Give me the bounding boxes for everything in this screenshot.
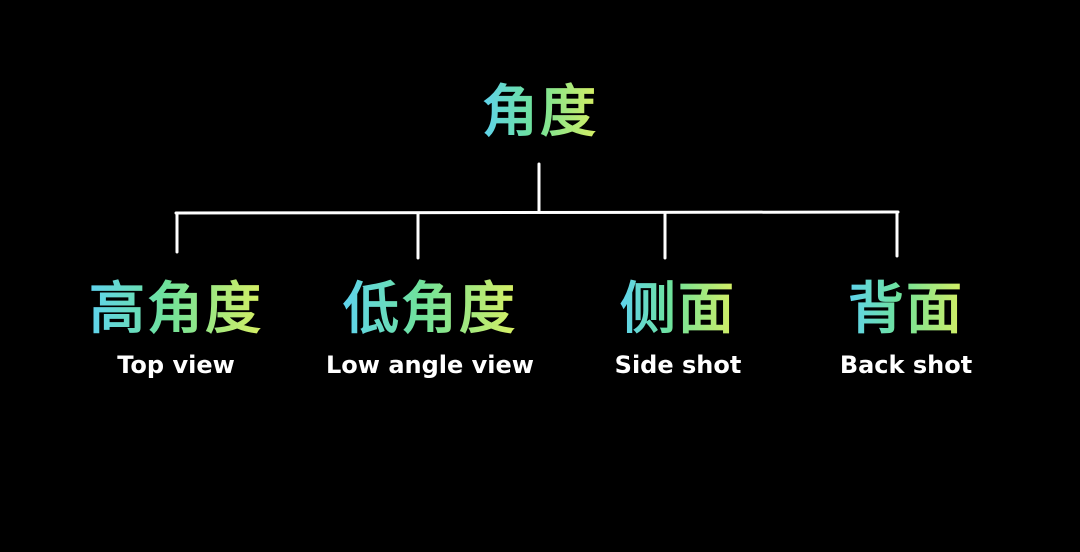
child-node-label: 侧面 <box>620 276 736 342</box>
child-node-low-angle-view: 低角度 Low angle view <box>310 276 550 380</box>
child-node-sublabel: Side shot <box>614 351 742 379</box>
child-node-side-shot: 侧面 Side shot <box>558 276 798 380</box>
child-node-sublabel: Low angle view <box>326 351 534 379</box>
child-node-sublabel: Top view <box>117 351 235 379</box>
child-node-label: 低角度 <box>343 276 517 342</box>
root-node-label: 角度 <box>482 79 598 145</box>
child-node-label: 背面 <box>848 276 964 342</box>
horizontal-branch-line <box>174 210 900 215</box>
child-node-back-shot: 背面 Back shot <box>786 276 1026 380</box>
child-node-top-view: 高角度 Top view <box>56 276 296 380</box>
child-node-label: 高角度 <box>89 276 263 342</box>
child-node-sublabel: Back shot <box>839 351 973 379</box>
